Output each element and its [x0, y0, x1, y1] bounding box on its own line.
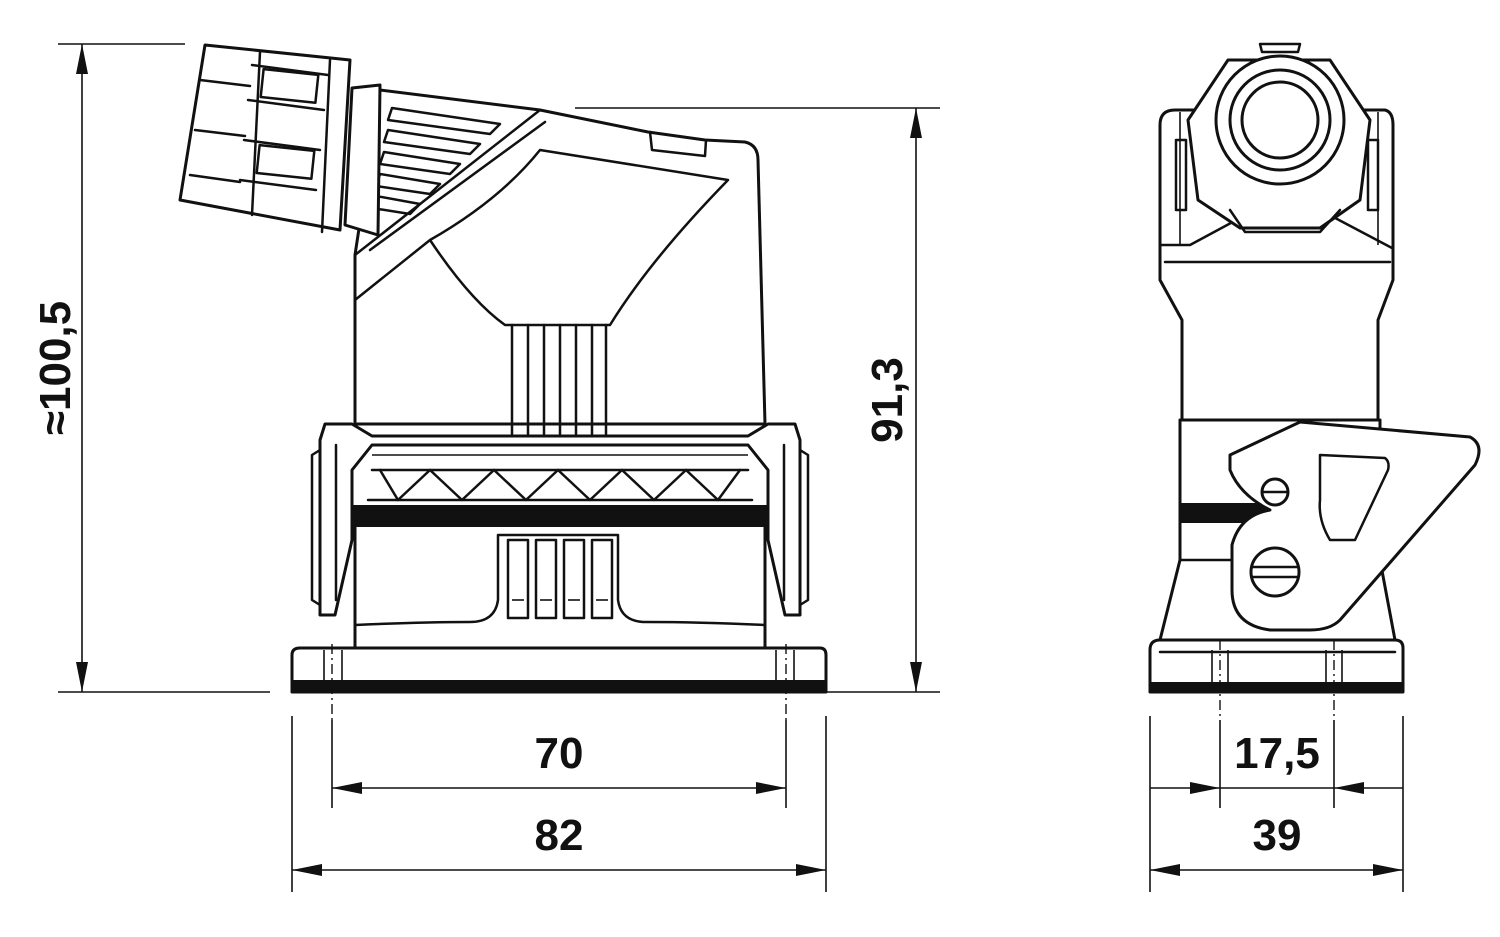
- side-view: 17,5 39: [1148, 42, 1481, 892]
- dim-overall-height: ≈100,5: [31, 301, 80, 435]
- front-base-plate: [290, 644, 828, 720]
- dim-body-height: 91,3: [863, 357, 912, 443]
- side-base-plate: [1148, 638, 1405, 720]
- front-cable-gland: [178, 43, 382, 237]
- side-locking-lever: [1228, 420, 1481, 632]
- dim-front-inner-width: 70: [535, 729, 584, 778]
- dim-side-outer-width: 39: [1253, 811, 1302, 860]
- dim-front-outer-width: 82: [535, 811, 584, 860]
- front-view: ≈100,5 91,3 70 82: [31, 43, 940, 892]
- dim-side-inner-width: 17,5: [1234, 729, 1320, 778]
- front-locking-frame: [310, 422, 810, 617]
- front-lower-housing: [353, 518, 767, 650]
- side-cable-gland: [1186, 42, 1372, 234]
- front-hood: [353, 88, 767, 436]
